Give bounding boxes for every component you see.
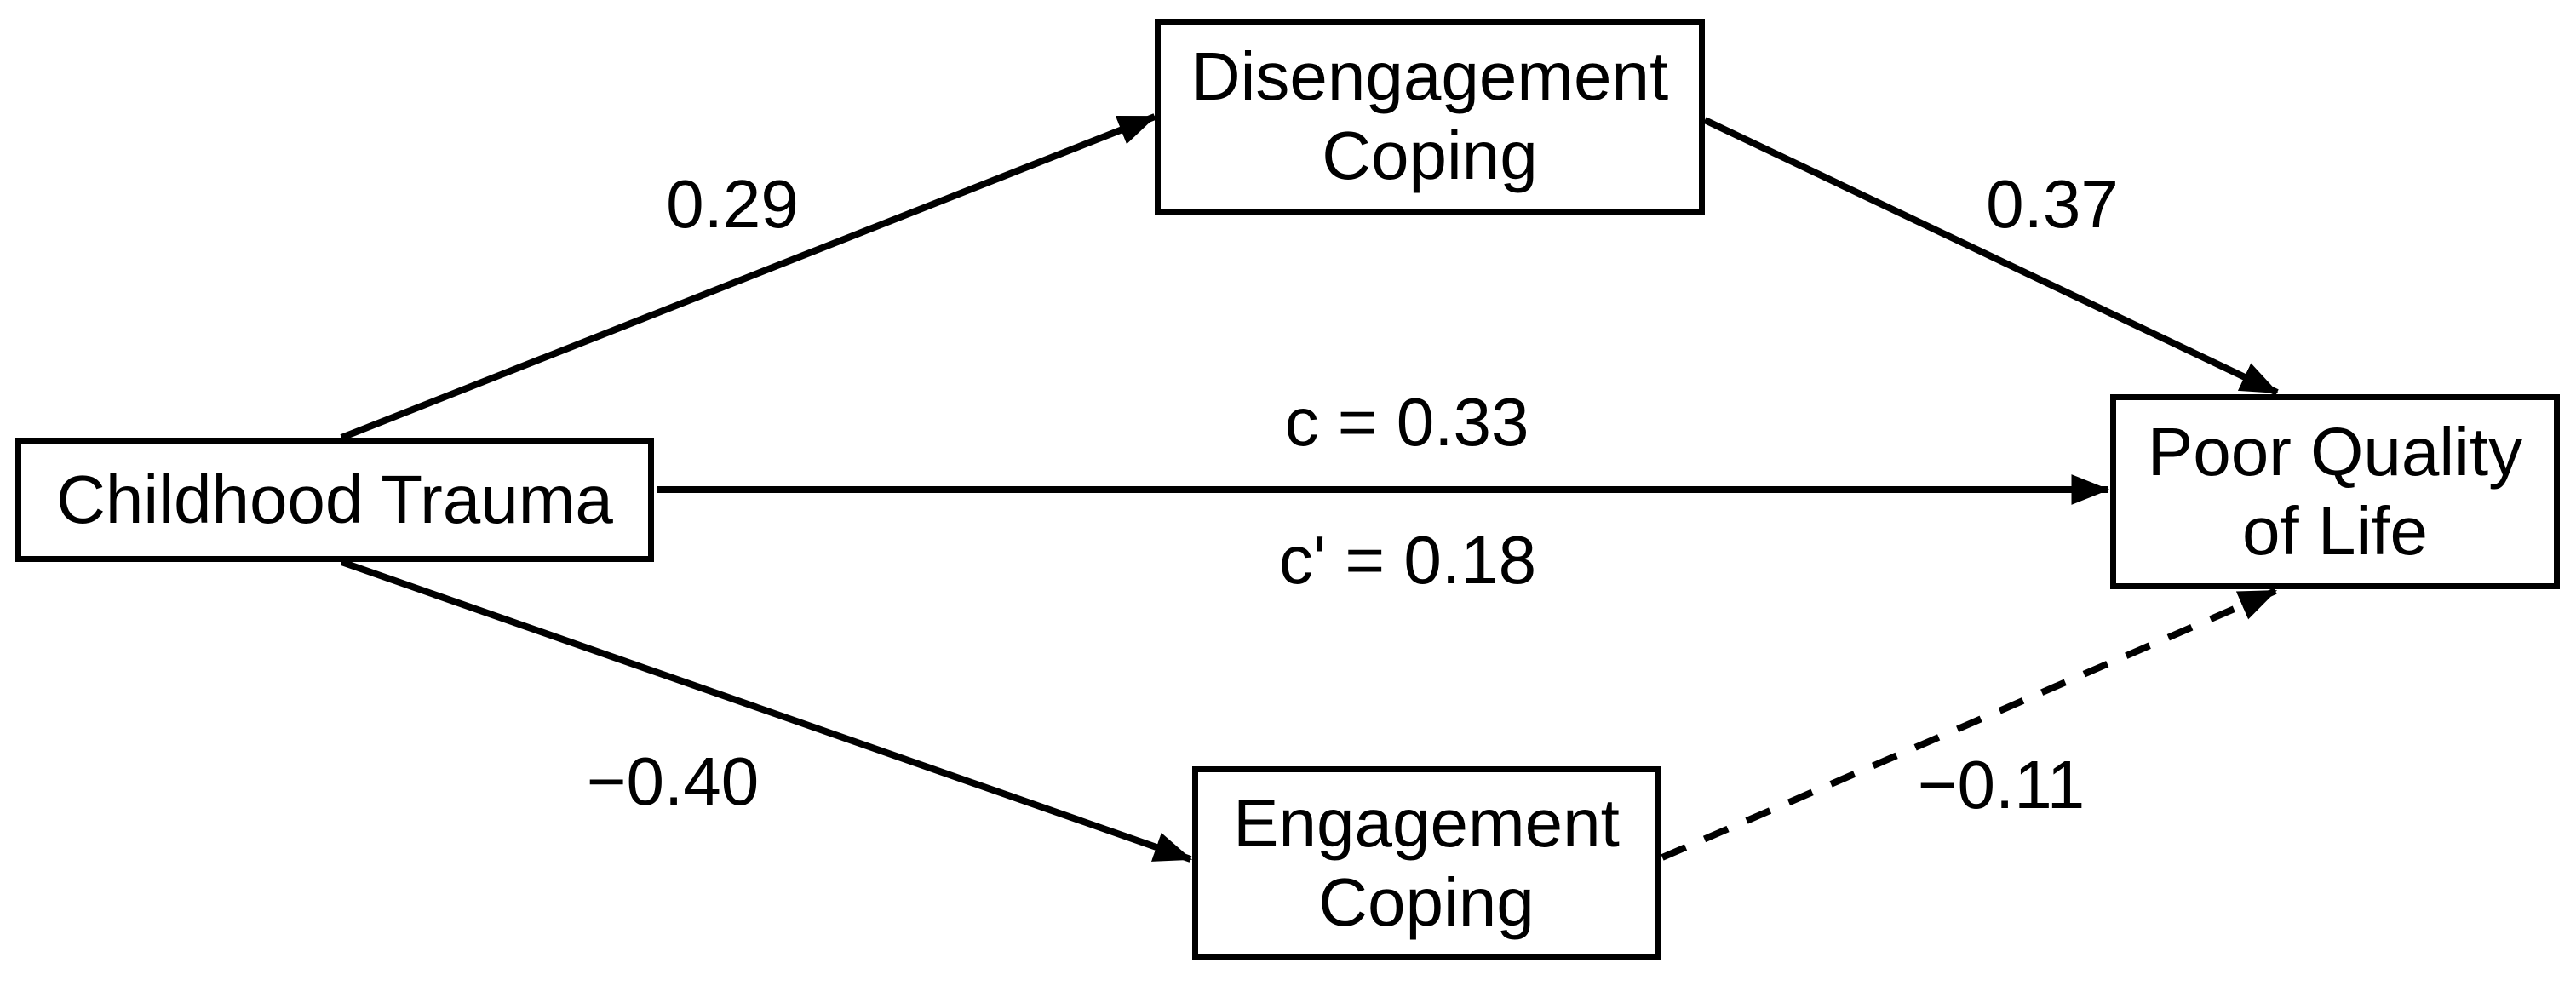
node-engagement-coping-line1: Engagement bbox=[1233, 785, 1620, 862]
node-disengagement-coping-line2: Coping bbox=[1322, 118, 1538, 193]
edge-label-engagement-to-qol: −0.11 bbox=[1917, 747, 2085, 823]
node-poor-quality-of-life: Poor Quality of Life bbox=[2110, 394, 2560, 589]
node-poor-quality-of-life-line1: Poor Quality bbox=[2147, 413, 2523, 490]
node-childhood-trauma: Childhood Trauma bbox=[15, 438, 654, 562]
arrow-trauma-to-disengagement bbox=[340, 113, 1157, 441]
node-poor-quality-of-life-line2: of Life bbox=[2242, 492, 2428, 569]
node-engagement-coping-line2: Coping bbox=[1318, 864, 1535, 940]
arrow-trauma-to-engagement bbox=[340, 559, 1193, 863]
arrow-engagement-to-qol-dashed bbox=[1661, 588, 2278, 861]
arrow-disengagement-to-qol bbox=[1703, 117, 2280, 396]
edge-label-trauma-to-engagement: −0.40 bbox=[586, 743, 760, 819]
edge-label-disengagement-to-qol: 0.37 bbox=[1986, 166, 2119, 242]
node-disengagement-coping-line1: Disengagement bbox=[1190, 38, 1669, 115]
edge-label-direct-effect: c' = 0.18 bbox=[1278, 522, 1537, 598]
node-disengagement-coping: Disengagement Coping bbox=[1155, 19, 1705, 215]
edge-label-total-effect: c = 0.33 bbox=[1284, 384, 1529, 460]
node-engagement-coping: Engagement Coping bbox=[1192, 766, 1661, 960]
edge-label-trauma-to-disengagement: 0.29 bbox=[666, 166, 799, 242]
node-childhood-trauma-label: Childhood Trauma bbox=[56, 461, 613, 537]
